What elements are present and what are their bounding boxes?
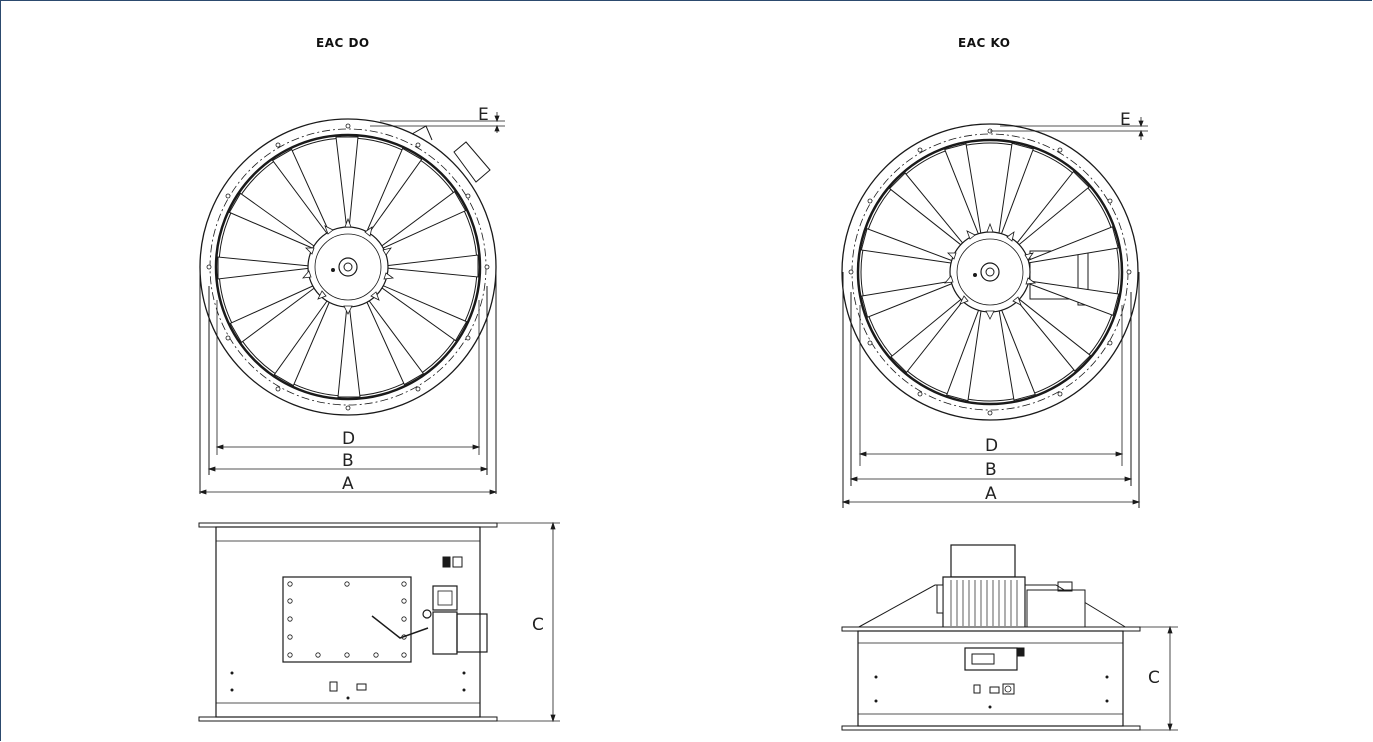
eac-ko-dim-c [1140, 625, 1178, 732]
eac-do-dimensions [198, 112, 505, 495]
title-eac-do: EAC DO [316, 36, 370, 50]
dim-label-e-right: E [1120, 110, 1131, 130]
dim-label-a-right: A [985, 484, 997, 504]
dim-label-b-right: B [985, 460, 997, 480]
dim-label-d: D [342, 429, 355, 449]
eac-ko-side-view [841, 544, 1141, 731]
eac-ko-front-view [841, 123, 1140, 508]
dim-label-a: A [342, 474, 354, 494]
title-eac-ko: EAC KO [958, 36, 1011, 50]
eac-do-side-view [198, 522, 498, 722]
dim-label-c-left: C [532, 615, 544, 635]
eac-do-front-view [199, 118, 497, 494]
eac-ko-dimensions [841, 117, 1148, 505]
dim-label-b: B [342, 451, 354, 471]
dim-label-c-right: C [1148, 668, 1160, 688]
eac-do-dim-c [497, 521, 560, 723]
dim-label-d-right: D [985, 436, 998, 456]
dim-label-e: E [478, 105, 489, 125]
